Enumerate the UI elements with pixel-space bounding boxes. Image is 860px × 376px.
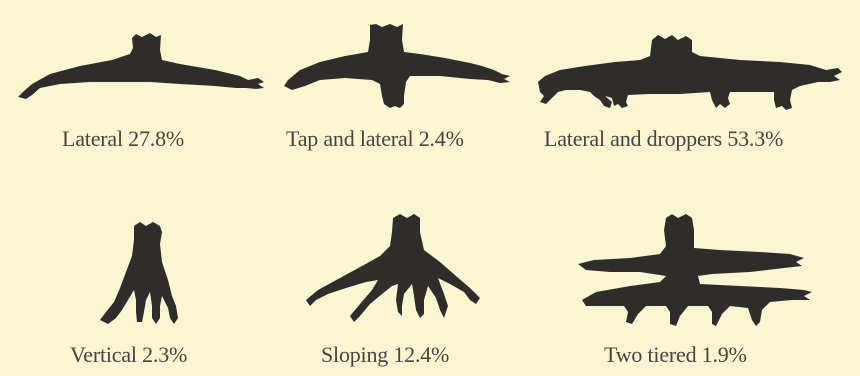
caption-two-tiered: Two tiered 1.9% xyxy=(604,342,747,368)
